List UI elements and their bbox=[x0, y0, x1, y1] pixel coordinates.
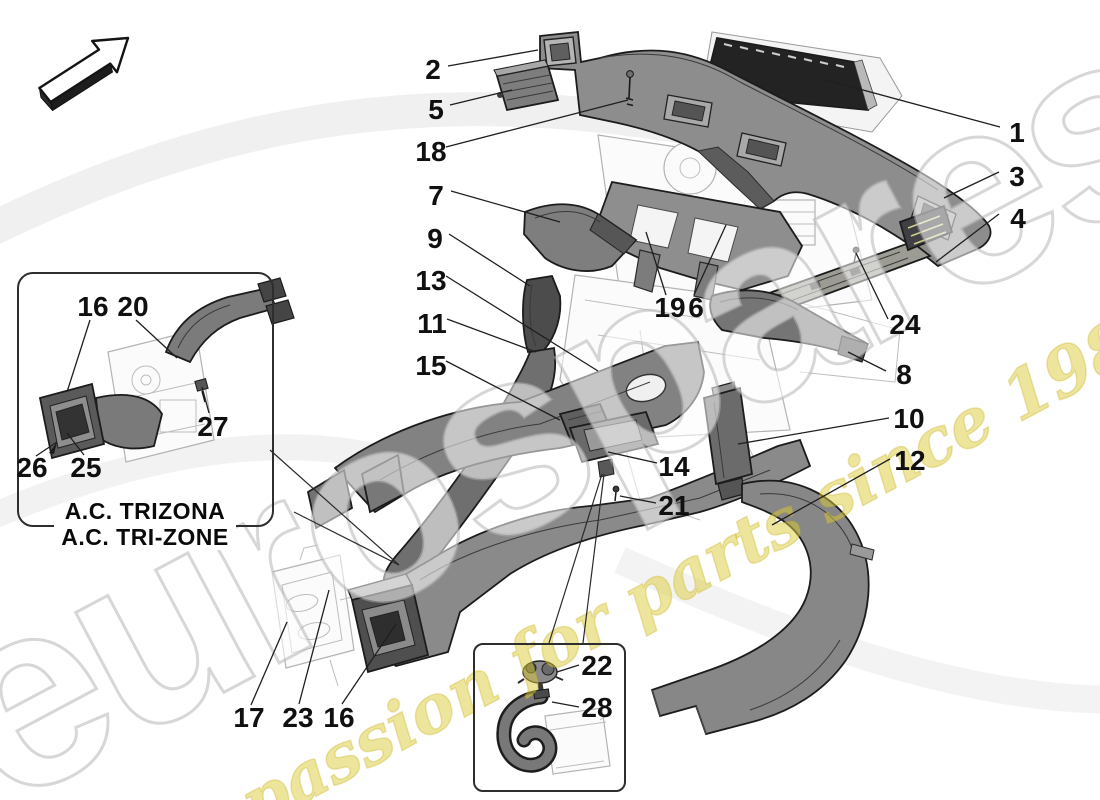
callout-20: 20 bbox=[117, 291, 149, 322]
part-pillar-duct-10 bbox=[702, 381, 754, 501]
callout-28: 28 bbox=[581, 692, 613, 723]
callout-10: 10 bbox=[893, 403, 925, 434]
callout-7: 7 bbox=[428, 180, 444, 211]
part-hose-28 bbox=[496, 688, 558, 773]
callout-3: 3 bbox=[1009, 161, 1025, 192]
callout-8: 8 bbox=[896, 359, 912, 390]
sensor-box-parts bbox=[496, 660, 613, 775]
part-rear-floor-duct-12 bbox=[650, 479, 875, 736]
screw-21-icon bbox=[612, 485, 620, 502]
callout-26: 26 bbox=[16, 452, 48, 483]
callout-15: 15 bbox=[415, 350, 447, 381]
callout-16-box: 16 bbox=[77, 291, 109, 322]
callout-19: 19 bbox=[654, 292, 686, 323]
direction-arrow-icon bbox=[38, 36, 130, 112]
callout-21: 21 bbox=[658, 490, 690, 521]
callout-6: 6 bbox=[688, 292, 704, 323]
callout-14: 14 bbox=[658, 451, 690, 482]
part-box-duct-16 bbox=[38, 382, 163, 460]
callout-25: 25 bbox=[70, 452, 102, 483]
callout-16-main: 16 bbox=[323, 702, 355, 733]
callout-23: 23 bbox=[282, 702, 314, 733]
callout-22: 22 bbox=[581, 650, 613, 681]
callout-18: 18 bbox=[415, 136, 447, 167]
part-rear-vent-14 bbox=[568, 410, 660, 478]
callout-5: 5 bbox=[428, 94, 444, 125]
part-side-duct-8 bbox=[709, 289, 870, 363]
callout-13: 13 bbox=[415, 265, 447, 296]
callout-4: 4 bbox=[1010, 203, 1026, 234]
callout-17: 17 bbox=[233, 702, 265, 733]
callout-9: 9 bbox=[427, 223, 443, 254]
callout-1: 1 bbox=[1009, 117, 1025, 148]
screw-25-icon bbox=[62, 431, 68, 437]
callout-11: 11 bbox=[417, 308, 447, 339]
tri-zone-caption-line1: A.C. TRIZONA bbox=[64, 498, 226, 524]
callout-12: 12 bbox=[894, 445, 926, 476]
callout-24: 24 bbox=[889, 309, 921, 340]
tri-zone-caption-line2: A.C. TRI-ZONE bbox=[15, 524, 275, 551]
callout-2: 2 bbox=[425, 54, 441, 85]
callout-27: 27 bbox=[197, 411, 229, 442]
sensor-inset-box bbox=[473, 643, 626, 792]
